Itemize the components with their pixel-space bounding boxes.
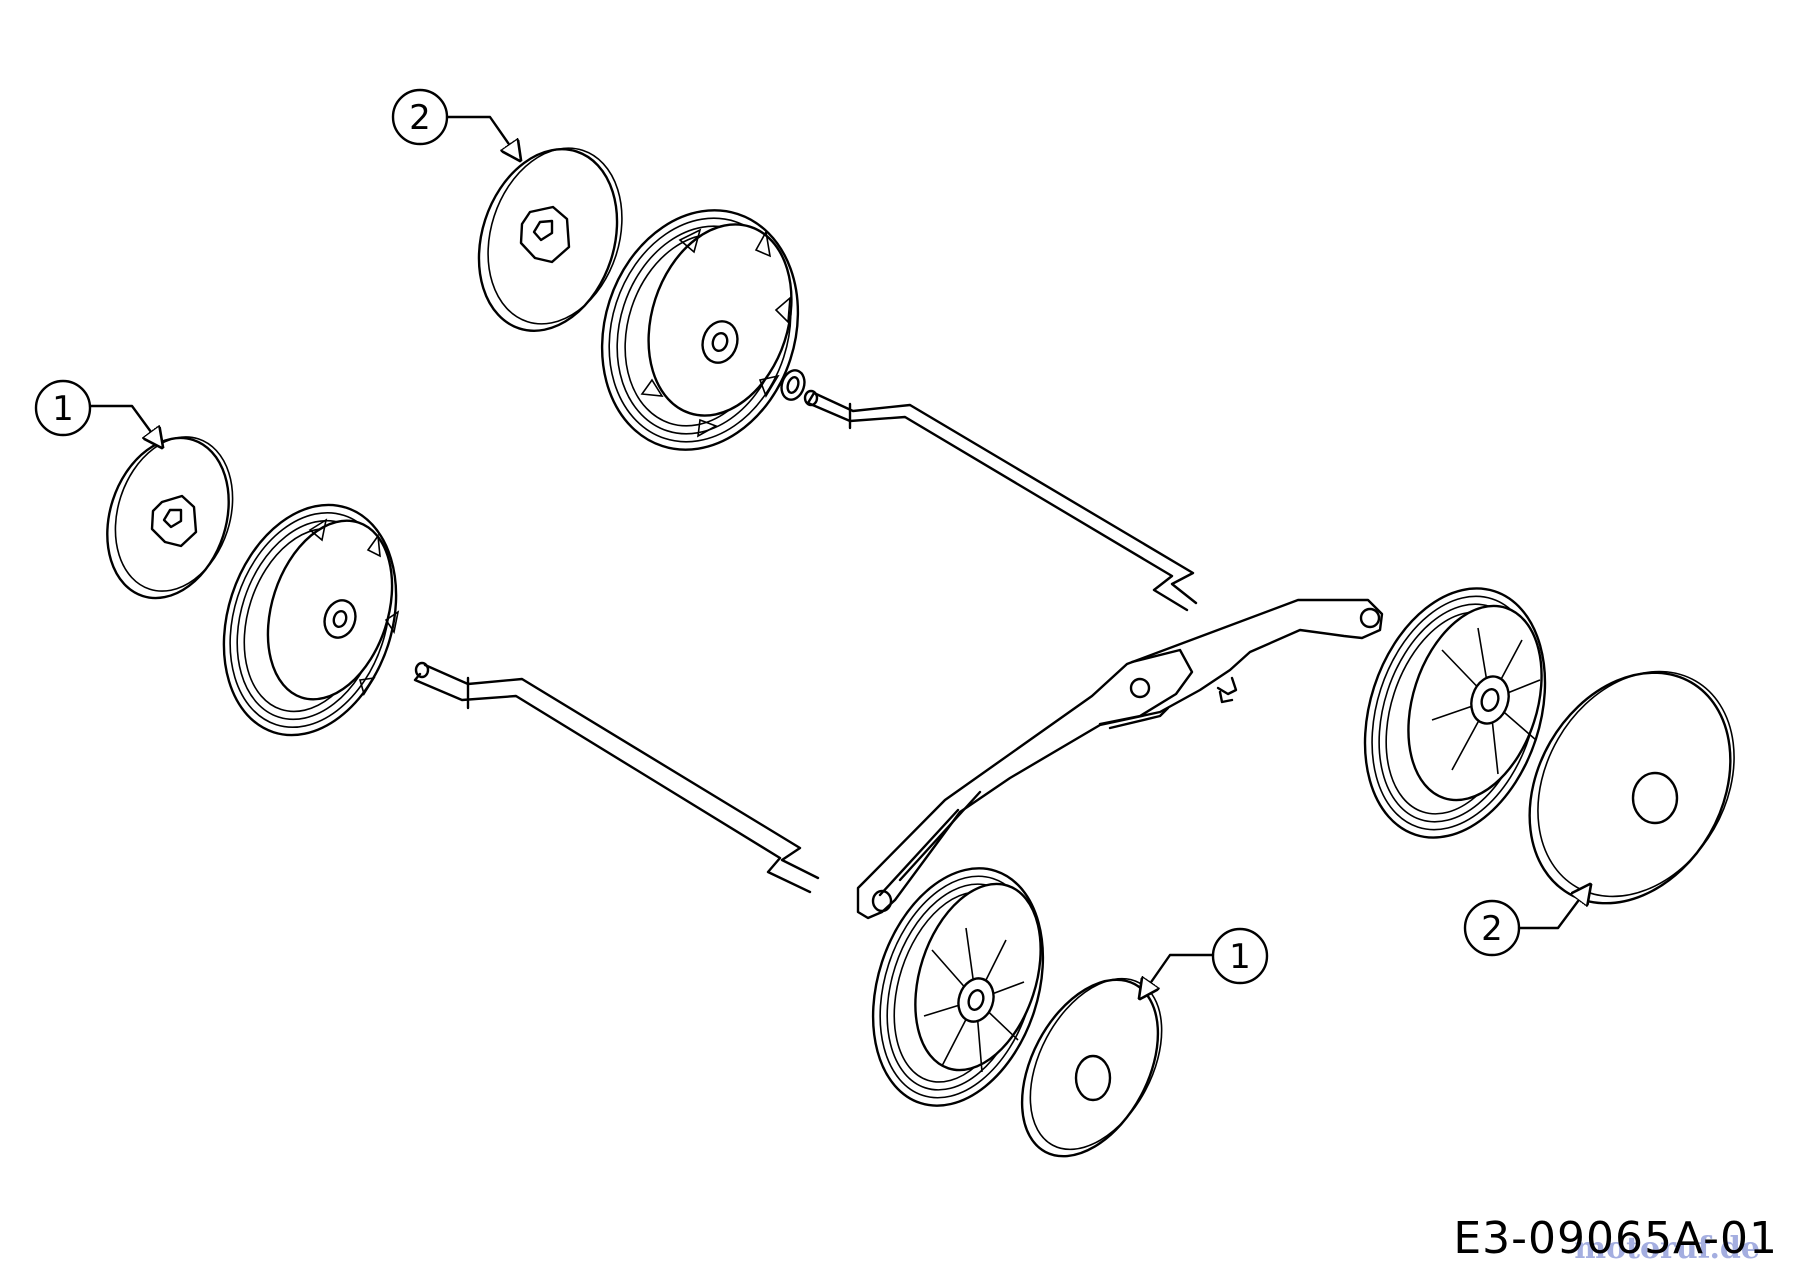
callout-number: 2 [409, 98, 431, 138]
hub-cap-bottom [1020, 977, 1163, 1158]
axle-lower [413, 661, 820, 894]
callout-left: 1 [34, 379, 162, 447]
wheel-upper-left [600, 209, 800, 451]
drawing-code: E3-09065A-01 [1453, 1213, 1778, 1264]
height-adjust-lever [856, 598, 1384, 920]
callout-top-left: 2 [391, 88, 520, 160]
hub-cap-right [1528, 670, 1735, 905]
callout-number: 2 [1481, 909, 1503, 949]
callout-number: 1 [52, 389, 74, 429]
axle-upper [803, 389, 1198, 612]
hub-cap-upper-left [477, 147, 623, 332]
callout-bottom-right: 2 [1463, 885, 1590, 957]
hub-cap-left [106, 436, 234, 600]
watermark: motoruf.de [1574, 1231, 1760, 1266]
callout-number: 1 [1229, 937, 1251, 977]
callout-bottom-center: 1 [1140, 927, 1269, 998]
wheel-left [222, 503, 400, 737]
wheel-bottom [871, 867, 1045, 1107]
washer [780, 369, 806, 401]
wheel-right [1363, 587, 1547, 839]
